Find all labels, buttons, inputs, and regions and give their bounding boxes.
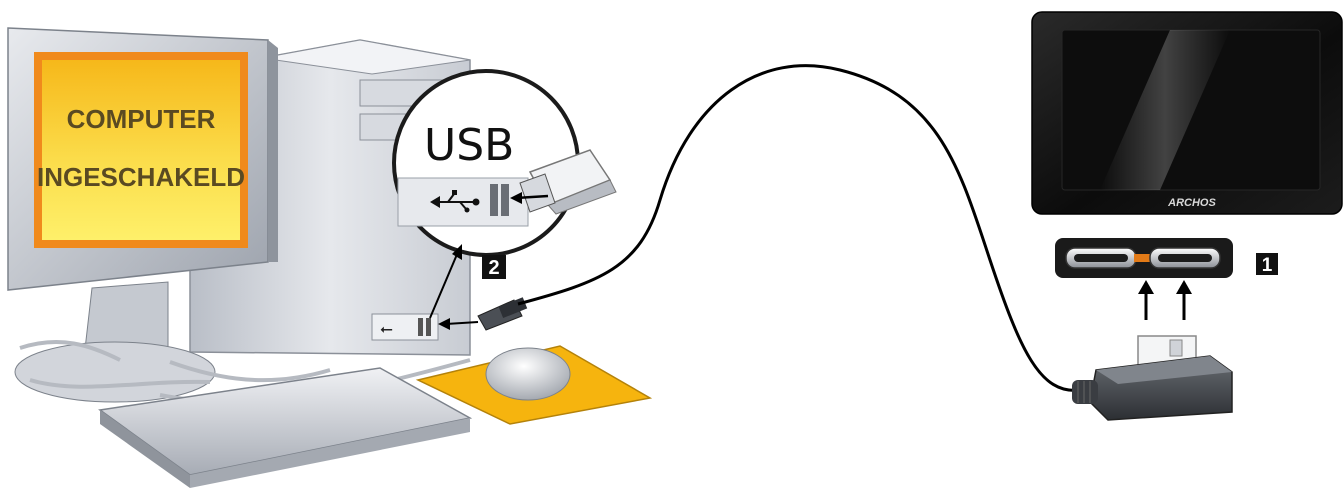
- step-1-label: 1: [1262, 255, 1273, 276]
- device-brand-label: ARCHOS: [1167, 197, 1216, 209]
- screen-text-line1: COMPUTER: [67, 104, 216, 134]
- usb-cable: [518, 66, 1080, 391]
- svg-text:⭠: ⭠: [380, 321, 393, 338]
- usb-label: USB: [424, 120, 514, 171]
- adapter-cable-strain-relief: [1072, 380, 1098, 404]
- step-1-badge: 1: [1256, 253, 1278, 276]
- usb-zoom-callout: USB: [394, 71, 616, 255]
- connect-up-arrows: [1138, 280, 1192, 320]
- mouse: [486, 348, 570, 400]
- power-adapter: [1072, 336, 1232, 420]
- computer: ⭠ COMPUTER INGESCHAKELD: [8, 28, 650, 488]
- device-docking-connectors: [1055, 238, 1233, 278]
- step-2-badge: 2: [482, 255, 506, 279]
- screen-text-line2: INGESCHAKELD: [37, 162, 245, 192]
- archos-device: ARCHOS: [1032, 12, 1342, 214]
- monitor-screen: [42, 60, 240, 240]
- step-2-label: 2: [488, 257, 499, 279]
- usb-port-slot: [490, 184, 498, 216]
